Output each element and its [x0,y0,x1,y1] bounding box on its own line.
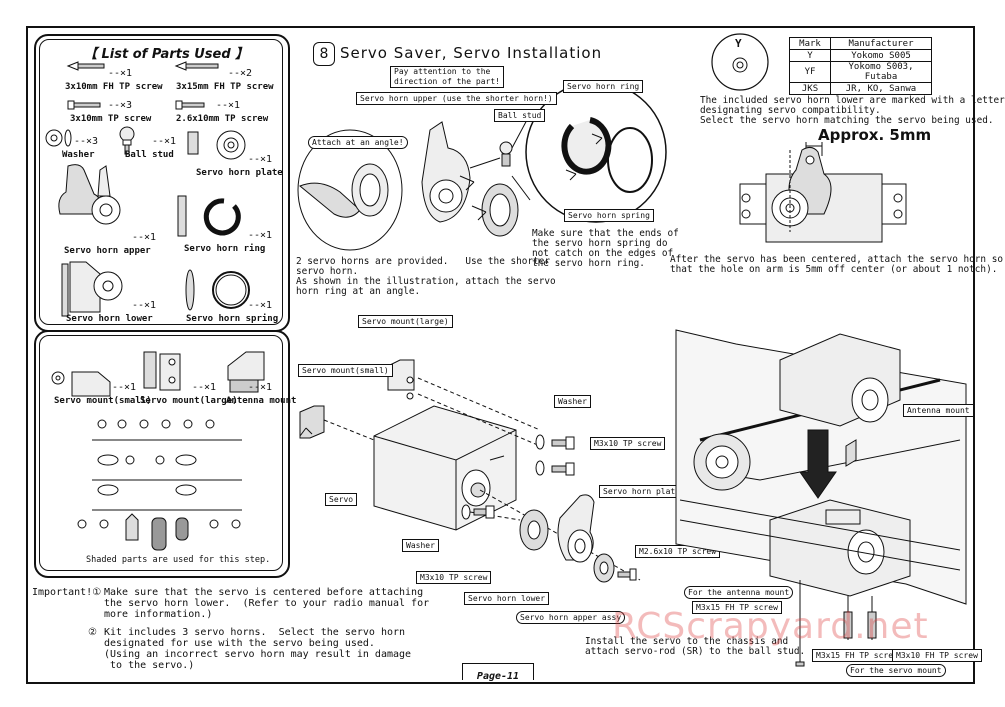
qty-antenna-mount: --×1 [248,382,273,393]
page-number: Page-11 [476,671,520,682]
table-cell: Yokomo S003, Futaba [830,61,932,83]
label-26x10-tp: 2.6x10mm TP screw [176,114,269,124]
label-washer: Washer [62,150,95,160]
qty-servo-mount-small: --×1 [112,382,137,393]
label-horn-ring: Servo horn ring [184,244,266,254]
label-servo-horn-apper-assy: Servo horn apper assy [516,611,626,624]
qty-servo-mount-large: --×1 [192,382,217,393]
two-horns-note: 2 servo horns are provided. Use the shor… [296,256,556,297]
label-washer-top: Washer [554,395,591,408]
callout-horn-spring: Servo horn spring [564,209,654,222]
servo-mark-letter: Y [735,37,742,50]
servo-mark-note: The included servo horn lower are marked… [700,95,1005,126]
step-number: 8 [319,46,329,62]
important-num-2: ② [88,627,97,638]
label-m3x10-fh: M3x10 FH TP screw [892,649,982,662]
qty-horn-spring: --×1 [248,300,273,311]
step-title: Servo Saver, Servo Installation [340,44,603,62]
centered-note: After the servo has been centered, attac… [670,254,1004,275]
shaded-note: Shaded parts are used for this step. [86,555,271,565]
callout-horn-upper: Servo horn upper (use the shorter horn!) [356,92,557,105]
callout-ball-stud: Ball stud [494,109,546,122]
spring-note: Make sure that the ends of the servo hor… [532,228,679,269]
label-3x15-fh: 3x15mm FH TP screw [176,82,274,92]
label-antenna-mount: Antenna mount [226,396,297,406]
qty-horn-plate: --×1 [248,154,273,165]
page-frame [26,26,975,684]
callout-horn-ring: Servo horn ring [563,80,644,93]
label-horn-plate: Servo horn plate [196,168,283,178]
label-antenna-mount-chassis: Antenna mount [903,404,974,417]
servo-table: Mark Manufacturer Y Yokomo S005 YF Yokom… [789,37,932,95]
qty-3x10-fh: --×1 [108,68,133,79]
important-note-1: Make sure that the servo is centered bef… [104,587,430,620]
callout-attach-angle: Attach at an angle! [308,136,408,149]
label-for-servo-mount: For the servo mount [846,664,946,677]
important-heading: Important!① [32,587,102,598]
label-m3x15-top: M3x15 FH TP screw [692,601,782,614]
mounts-inner [39,335,283,571]
label-servo-mount-large: Servo mount(large) [140,396,238,406]
label-m3x10-bottom: M3x10 TP screw [416,571,492,584]
label-washer-bottom: Washer [402,539,439,552]
qty-ball-stud: --×1 [152,136,177,147]
important-note-2: Kit includes 3 servo horns. Select the s… [104,627,412,671]
label-3x10-fh: 3x10mm FH TP screw [65,82,163,92]
label-for-antenna-mount: For the antenna mount [684,586,794,599]
qty-horn-upper: --×1 [132,232,157,243]
label-horn-lower: Servo horn lower [66,314,153,324]
label-m3x15-bottom: M3x15 FH TP screw [812,649,902,662]
label-servo: Servo [325,493,358,506]
label-horn-upper: Servo horn apper [64,246,151,256]
step-number-badge: 8 [313,42,335,66]
page-number-box: Page-11 [462,663,534,682]
qty-horn-lower: --×1 [132,300,157,311]
label-servo-mount-large-assy: Servo mount(large) [358,315,453,328]
label-servo-mount-small-assy: Servo mount(small) [298,364,393,377]
label-horn-spring: Servo horn spring [186,314,279,324]
callout-attention: Pay attention to the direction of the pa… [390,66,504,88]
parts-list-title: 【 List of Parts Used 】 [84,47,249,62]
table-cell: JR, KO, Sanwa [830,82,932,95]
watermark: RCScrapyard.net [612,606,929,647]
qty-horn-ring: --×1 [248,230,273,241]
qty-26x10-tp: --×1 [216,100,241,111]
mounts-panel [34,330,290,578]
qty-washer: --×3 [74,136,99,147]
label-servo-horn-lower: Servo horn lower [464,592,550,605]
qty-3x10-tp: --×3 [108,100,133,111]
install-note: Install the servo to the chassis and att… [585,636,806,657]
label-3x10-tp: 3x10mm TP screw [70,114,152,124]
approx-5mm: Approx. 5mm [818,126,932,144]
qty-3x15-fh: --×2 [228,68,253,79]
label-m3x10-top: M3x10 TP screw [590,437,666,450]
label-servo-mount-small: Servo mount(small) [54,396,152,406]
parts-list-inner [39,39,283,325]
label-ball-stud: Ball stud [125,150,174,160]
